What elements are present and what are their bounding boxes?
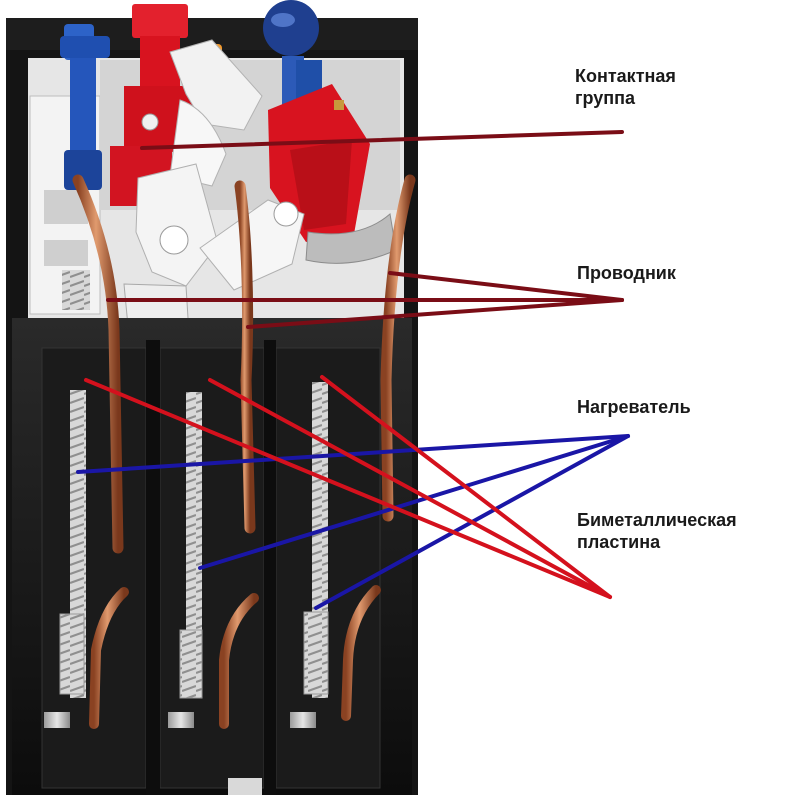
conductor-leader-line bbox=[388, 271, 624, 302]
bimetal-plate-label-line2: пластина bbox=[577, 532, 661, 552]
conductor-label: Проводник bbox=[577, 263, 676, 283]
contact-group-label-line2: группа bbox=[575, 88, 636, 108]
conductor-leader-line bbox=[246, 298, 624, 329]
bimetal-leader-line bbox=[84, 378, 612, 599]
bimetal-leader-line bbox=[208, 378, 612, 599]
mechanism-spring bbox=[62, 270, 90, 310]
breaker-photo bbox=[6, 0, 418, 795]
right-red-shade bbox=[290, 140, 352, 230]
copper-conductors bbox=[72, 174, 416, 729]
compartment-rib bbox=[146, 340, 160, 795]
contact-group-label-line1: Контактная bbox=[575, 66, 676, 86]
contact-group-leaders bbox=[140, 130, 624, 150]
contact-group-leader-line bbox=[140, 130, 624, 150]
heater-label: Нагреватель bbox=[577, 397, 691, 417]
heater-leader-line bbox=[76, 434, 630, 474]
heater-leader-line bbox=[198, 434, 630, 570]
bimetal-leader-line bbox=[320, 375, 612, 599]
bimetal-plate-label-line1: Биметаллическая bbox=[577, 510, 737, 530]
brass-pin bbox=[334, 100, 344, 110]
terminal-brackets bbox=[44, 712, 316, 728]
bimetal-plate-label: Биметаллическая пластина bbox=[577, 509, 737, 553]
conductor-leaders bbox=[106, 271, 624, 329]
mechanism-left-slot-2 bbox=[44, 240, 88, 266]
blue-handle bbox=[60, 24, 110, 190]
bottom-tab bbox=[228, 778, 262, 795]
bimetal-leaders bbox=[84, 375, 612, 599]
heater-coils bbox=[59, 382, 329, 699]
contact-group-label: Контактная группа bbox=[575, 65, 676, 109]
